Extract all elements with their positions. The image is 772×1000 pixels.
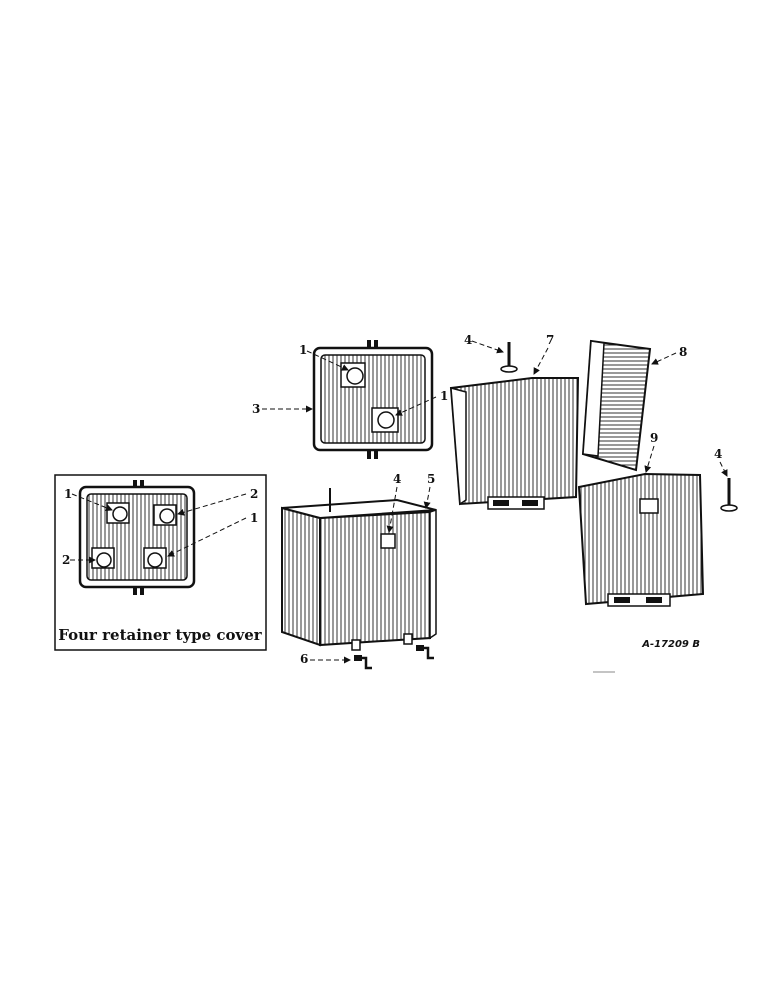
cover-retainer [371,407,399,433]
callout-cover-retainer-top: 1 [299,343,307,357]
inset-retainer [153,504,177,526]
inset-retainer [143,547,167,569]
callout-bolt-right: 4 [714,447,722,461]
bolt [500,342,518,373]
callout-box-side: 4 [393,472,401,486]
drawing-code: A-17209 B [641,639,700,650]
callout-front-panel: 7 [546,333,554,347]
front-panel [449,377,580,510]
insulator [581,339,652,472]
callout-insulator: 8 [679,345,687,359]
inset-retainer [91,547,115,569]
bolt [720,478,738,512]
clip [354,655,372,670]
cover-retainer [340,362,366,388]
clip [416,645,434,660]
battery-box [281,488,437,651]
battery-box-cover [312,340,434,459]
callout-box: 5 [427,472,435,486]
inset-callout-2-left: 2 [62,553,70,567]
inset-retainer [106,502,130,524]
callout-cover: 3 [252,402,260,416]
inset-callout-2-top: 2 [250,487,258,501]
inset-caption: Four retainer type cover [58,626,263,644]
callout-bolt-left: 4 [464,333,472,347]
callout-clip: 6 [300,652,308,666]
rear-panel [577,472,705,607]
callout-rear-panel: 9 [650,431,658,445]
inset-four-retainer-cover: 1 2 2 1 Four retainer type cover [54,474,267,651]
callout-cover-retainer-right: 1 [440,389,448,403]
inset-callout-1-right: 1 [250,511,258,525]
inset-cover-drawing [78,480,196,595]
inset-callout-1-top: 1 [64,487,72,501]
